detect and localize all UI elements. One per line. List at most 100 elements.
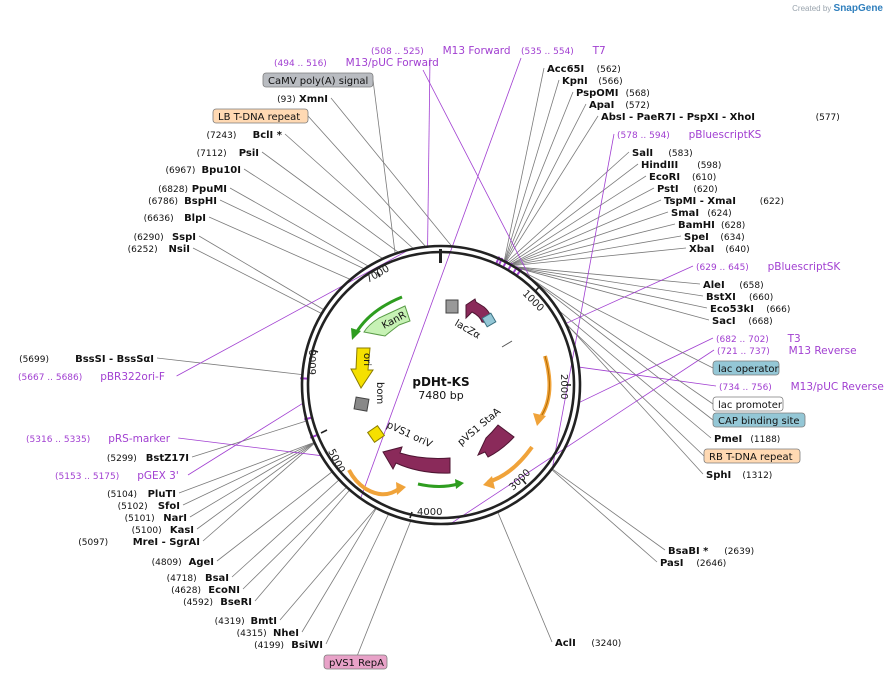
enzyme-sfoi-label: SfoI(5102) bbox=[118, 501, 180, 512]
enzyme-bstxi-line bbox=[514, 266, 704, 297]
enzyme-ecori-label: EcoRI(610) bbox=[649, 172, 716, 183]
enzyme-agei-line bbox=[216, 471, 333, 562]
branding: Created by SnapGene bbox=[792, 3, 883, 14]
enzyme-nari-label: NarI(5101) bbox=[125, 513, 187, 524]
primer-pbr322orif-label: (5667 .. 5686)pBR322ori-F bbox=[18, 371, 165, 383]
enzyme-bsai-label: BsaI(4718) bbox=[167, 573, 229, 584]
snapgene-logo: SnapGene bbox=[833, 3, 883, 14]
label-cap-binding-site-box bbox=[712, 412, 806, 428]
enzyme-psii-label: PsiI(7112) bbox=[197, 148, 259, 159]
ori-arrow bbox=[350, 347, 374, 389]
enzyme-blpi-label: BlpI(6636) bbox=[144, 213, 206, 224]
label-lac-promoter: lac promoter bbox=[718, 400, 783, 411]
tick-4000: 4000 bbox=[417, 507, 442, 518]
enzyme-nari-line bbox=[189, 442, 315, 518]
enzyme-tspmi-line bbox=[510, 199, 662, 265]
repa-arc-lower-head bbox=[483, 476, 495, 489]
enzyme-bpu10i-label: Bpu10I(6967) bbox=[165, 165, 241, 176]
enzyme-nsii-label: NsiI(6252) bbox=[128, 244, 190, 255]
small-mark-1 bbox=[501, 340, 513, 348]
repa-arc-left-head bbox=[396, 482, 406, 495]
enzyme-acc65i-line bbox=[503, 67, 545, 262]
enzyme-sali-label: SalI(583) bbox=[632, 148, 693, 159]
enzyme-bseri-line bbox=[254, 489, 351, 602]
enzyme-pspomi-line bbox=[504, 91, 574, 262]
enzyme-pmei-line bbox=[557, 309, 712, 439]
enzyme-bsabi-label: BsaBI *(2639) bbox=[668, 546, 754, 557]
enzyme-kasi-line bbox=[196, 442, 315, 530]
enzyme-saci-label: SacI(668) bbox=[712, 316, 773, 327]
label-camv-poly-a-signal-box bbox=[262, 72, 374, 88]
label-camv-poly-a-signal: CaMV poly(A) signal bbox=[268, 76, 368, 87]
enzyme-hindiii-label: HindIII(598) bbox=[641, 160, 721, 171]
enzyme-bmti-label: BmtI(4319) bbox=[215, 616, 277, 627]
enzyme-nhei-label: NheI(4315) bbox=[237, 628, 299, 639]
backbone-outer bbox=[300, 244, 582, 526]
enzyme-econi-line bbox=[242, 486, 347, 590]
yellow-box bbox=[366, 424, 386, 444]
lac-operator-mark bbox=[481, 312, 497, 328]
label-lac-operator: lac operator bbox=[718, 364, 779, 375]
enzyme-labels: Acc65I(562)KpnI(566)PspOMI(568)ApaI(572)… bbox=[19, 64, 840, 651]
label-lac-promoter-line bbox=[523, 273, 714, 405]
primer-m13pucreverse-line bbox=[578, 366, 717, 387]
enzyme-alei-line bbox=[513, 266, 701, 285]
oriv-label: pVS1 oriV bbox=[385, 420, 434, 451]
label-lines bbox=[156, 57, 717, 656]
enzyme-xmni-label: XmnI(93) bbox=[277, 94, 328, 105]
label-cap-binding-site-line bbox=[527, 275, 714, 421]
enzyme-psii-line bbox=[261, 151, 399, 253]
enzyme-smai-line bbox=[510, 211, 669, 266]
primer-pgex3-label: (5153 .. 5175)pGEX 3' bbox=[55, 470, 179, 482]
enzyme-kasi-label: KasI(5100) bbox=[132, 525, 194, 536]
plasmid-size: 7480 bp bbox=[418, 389, 463, 402]
enzyme-apai-line bbox=[504, 103, 587, 262]
enzyme-blpi-line bbox=[208, 216, 351, 280]
enzyme-alei-label: AleI(658) bbox=[703, 280, 764, 291]
label-lac-operator-box bbox=[712, 360, 780, 376]
enzyme-bstz17i-label: BstZ17I(5299) bbox=[107, 453, 189, 464]
feature-arcs: KanR ori bom lacZα pVS1 StaA pVS1 oriV bbox=[347, 249, 552, 497]
created-by-text: Created by bbox=[792, 4, 832, 13]
green-arc-bottom-head bbox=[455, 479, 464, 489]
enzyme-acli-line bbox=[497, 511, 553, 643]
primer-t3-line bbox=[578, 337, 714, 404]
repa-arc-left bbox=[347, 469, 402, 497]
enzyme-xmni-line bbox=[330, 97, 453, 247]
label-pvs1-repa-box bbox=[323, 654, 388, 670]
label-rb-t-dna-repeat: RB T-DNA repeat bbox=[709, 452, 793, 463]
tick-marks bbox=[311, 271, 571, 519]
enzyme-pmei-label: PmeI(1188) bbox=[714, 434, 780, 445]
enzyme-spei-label: SpeI(634) bbox=[684, 232, 745, 243]
enzyme-ppumi-label: PpuMI(6828) bbox=[158, 184, 227, 195]
lacza-label: lacZα bbox=[453, 318, 483, 342]
primer-labels: (508 .. 525)M13 Forward(535 .. 554)T7(49… bbox=[18, 45, 884, 482]
enzyme-nsii-line bbox=[192, 247, 322, 314]
primer-m13reverse-label: (721 .. 737)M13 Reverse bbox=[717, 345, 857, 357]
repa-arc-right-head bbox=[533, 413, 546, 426]
enzyme-bstz17i-line bbox=[191, 420, 307, 458]
enzyme-bsssi-line bbox=[156, 357, 303, 376]
enzyme-ecori-line bbox=[508, 175, 647, 265]
oriv-arrow bbox=[382, 446, 451, 474]
enzyme-acc65i-label: Acc65I(562) bbox=[547, 64, 621, 75]
enzyme-hindiii-line bbox=[507, 163, 639, 264]
enzyme-kpni-line bbox=[504, 79, 560, 262]
enzyme-acli-label: AclI(3240) bbox=[555, 638, 621, 649]
label-pvs1-repa-line bbox=[357, 520, 412, 656]
enzyme-xbai-line bbox=[512, 247, 687, 267]
primer-t7-line bbox=[360, 57, 522, 499]
bom-box bbox=[353, 396, 370, 412]
tick-2000: 2000 bbox=[558, 374, 569, 399]
enzyme-bcli-label: BclI *(7243) bbox=[206, 130, 282, 141]
label-lb-t-dna-repeat-line bbox=[307, 115, 427, 248]
enzyme-sspi-line bbox=[198, 235, 325, 311]
bom-label: bom bbox=[374, 382, 385, 404]
enzyme-ppumi-line bbox=[229, 187, 369, 267]
primer-m13forward-label: (508 .. 525)M13 Forward bbox=[371, 45, 511, 57]
primer-pgex3-line bbox=[187, 402, 304, 476]
enzyme-kpni-label: KpnI(566) bbox=[562, 76, 623, 87]
tick-5000: 5000 bbox=[325, 447, 346, 475]
enzyme-pasi-label: PasI(2646) bbox=[660, 558, 726, 569]
